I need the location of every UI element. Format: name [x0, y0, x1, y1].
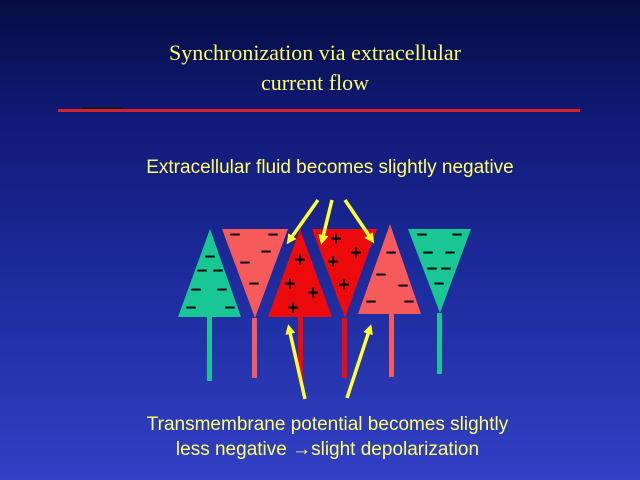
- current-flow-arrows: [285, 198, 375, 400]
- charge-symbols: – – – – – – – – – – – – + + + + + + + + …: [186, 224, 463, 319]
- neg-charge: –: [197, 260, 208, 281]
- neg-charge: –: [417, 224, 428, 245]
- pos-charge: +: [330, 229, 341, 250]
- neuron-1-soma: [178, 229, 241, 317]
- neuron-3-soma: [268, 229, 332, 317]
- pos-charge: +: [327, 252, 338, 273]
- pos-charge: +: [338, 275, 349, 296]
- neuron-6-soma: [408, 229, 471, 313]
- neuron-2-axon: [252, 318, 257, 378]
- neg-charge: –: [249, 273, 260, 294]
- arrow-down-right: [343, 199, 375, 244]
- neg-charge: –: [186, 297, 197, 318]
- title-divider: [58, 109, 580, 112]
- neg-charge: –: [268, 224, 279, 245]
- neuron-4-axon: [342, 318, 347, 378]
- neg-charge: –: [217, 279, 228, 300]
- transmembrane-caption-line-1: Transmembrane potential becomes slightly: [146, 414, 509, 435]
- neuron-5-axon: [389, 313, 394, 377]
- neg-charge: –: [240, 252, 251, 273]
- neg-charge: –: [427, 258, 438, 279]
- neg-charge: –: [445, 242, 456, 263]
- arrow-down-center: [318, 199, 334, 245]
- title-underline-accent: [82, 107, 122, 109]
- neuron-1-axon: [207, 317, 212, 381]
- neg-charge: –: [441, 258, 452, 279]
- neg-charge: –: [386, 242, 397, 263]
- pos-charge: +: [284, 274, 295, 295]
- pos-charge: +: [294, 250, 305, 271]
- neg-charge: –: [423, 242, 434, 263]
- pos-charge: +: [350, 243, 361, 264]
- neg-charge: –: [205, 246, 216, 267]
- neg-charge: –: [225, 297, 236, 318]
- pos-charge: +: [287, 298, 298, 319]
- right-arrow-icon: →: [292, 439, 312, 460]
- extracellular-caption: Extracellular fluid becomes slightly neg…: [146, 157, 514, 178]
- neg-charge: –: [366, 291, 377, 312]
- neuron-5-soma: [358, 224, 421, 314]
- caption-suffix: slight depolarization: [311, 439, 480, 460]
- caption-prefix: less negative: [175, 439, 293, 460]
- slide-title-line-1: Synchronization via extracellular: [169, 40, 461, 65]
- neg-charge: –: [376, 264, 387, 285]
- neuron-4-soma: [312, 229, 377, 318]
- neuron-3-axon: [298, 317, 303, 381]
- arrow-up-left: [285, 324, 307, 400]
- neg-charge: –: [434, 273, 445, 294]
- neg-charge: –: [398, 275, 409, 296]
- neg-charge: –: [191, 279, 202, 300]
- neg-charge: –: [230, 224, 241, 245]
- neuron-6-axon: [437, 313, 442, 374]
- arrow-up-right: [345, 324, 373, 399]
- slide-title-line-2: current flow: [260, 70, 370, 95]
- arrow-down-left: [286, 198, 320, 245]
- neg-charge: –: [213, 260, 224, 281]
- pos-charge: +: [307, 283, 318, 304]
- neg-charge: –: [261, 241, 272, 262]
- neuron-2-soma: [222, 229, 288, 318]
- transmembrane-caption-line-2: less negative →slight depolarization: [0, 437, 640, 463]
- neg-charge: –: [404, 291, 415, 312]
- neg-charge: –: [452, 224, 463, 245]
